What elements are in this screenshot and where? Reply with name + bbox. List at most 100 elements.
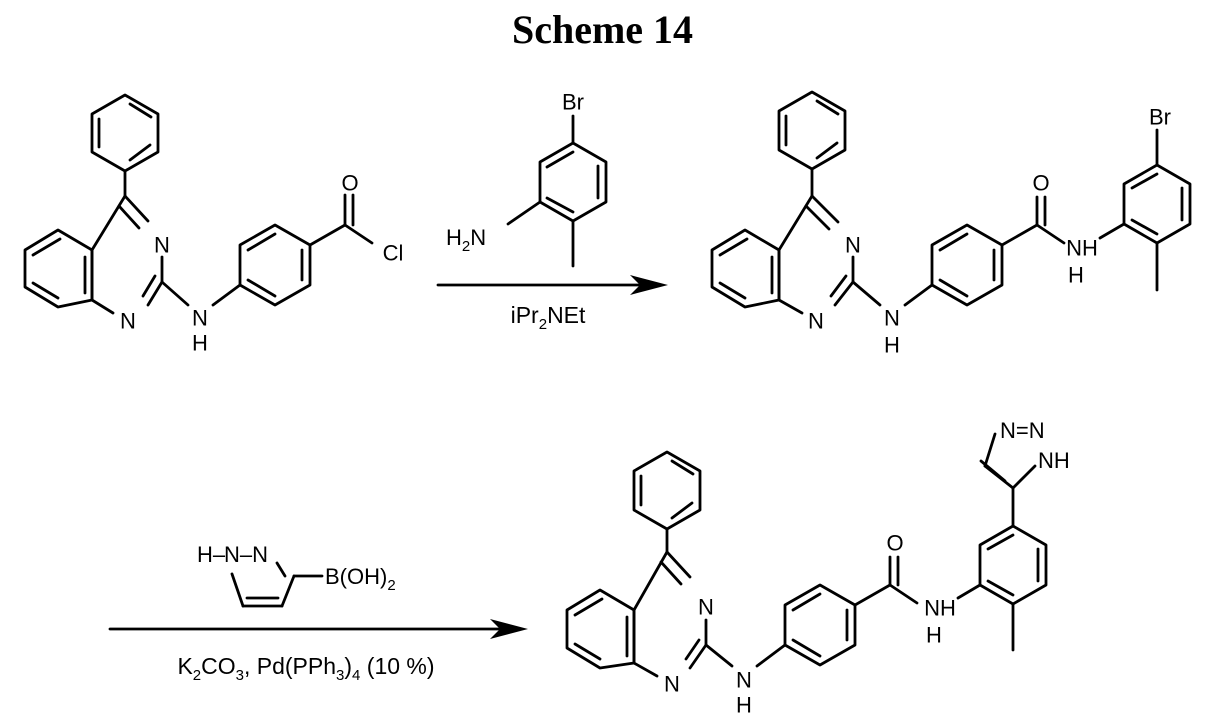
tolyl-ring [980, 526, 1046, 604]
phenylene-ring [932, 225, 1002, 305]
atom-h: H [736, 693, 752, 718]
pyrazole-nn-label: N=N [1000, 418, 1045, 443]
bond [1037, 225, 1064, 243]
bond [634, 663, 657, 676]
cond-pd-close: ) [344, 653, 352, 679]
phenyl-ring [634, 452, 700, 529]
amine-n: N [470, 225, 486, 250]
atom-h: H [192, 331, 208, 356]
bond [508, 202, 540, 224]
atom-nh: NH [924, 596, 956, 621]
boronic-sub: 2 [387, 577, 395, 594]
atom-cl: Cl [383, 241, 404, 266]
base-suffix: NEt [547, 302, 586, 328]
cond-pd: , Pd(PPh [244, 653, 336, 679]
atom-n: N [845, 233, 861, 258]
bond [310, 225, 345, 245]
bond [1100, 224, 1124, 238]
bond [706, 645, 732, 666]
bond [345, 225, 372, 243]
benzo-ring [567, 590, 634, 668]
atom-br: Br [562, 90, 584, 115]
bond [92, 196, 125, 250]
bond [162, 282, 188, 305]
reaction-arrow-step1 [438, 275, 668, 295]
base-label: iPr2NEt [511, 302, 586, 333]
cond-co-sub: 3 [236, 667, 244, 684]
aniline-ring [540, 143, 606, 221]
phenyl-ring [779, 92, 845, 169]
phenylene-ring [240, 225, 310, 305]
intermediate-bromo-amide: N N N H O NH H Br [712, 92, 1190, 358]
double-bond [277, 563, 285, 576]
double-bond [940, 234, 967, 250]
reagent-bromo-methylaniline: Br H2N [446, 90, 606, 267]
pyrazole-hn-label: H– [197, 542, 226, 567]
bond [985, 434, 995, 466]
bond [890, 585, 917, 603]
starting-material-acid-chloride: N N N H O Cl [25, 95, 403, 356]
double-bond [547, 198, 573, 212]
atom-n: N [192, 306, 208, 331]
bond [213, 285, 240, 305]
cond-co: CO [201, 653, 236, 679]
bond [812, 196, 838, 222]
double-bond [248, 280, 275, 296]
cond-pd-sub2: 4 [352, 667, 360, 684]
atom-n: N [884, 306, 900, 331]
atom-n: N [664, 672, 680, 697]
atom-h: H [926, 623, 942, 648]
bond [282, 576, 294, 606]
amine-label: H2N [446, 225, 486, 255]
double-bond [130, 104, 151, 117]
bond [92, 300, 113, 313]
bond [634, 552, 667, 610]
base-sub: 2 [539, 316, 547, 333]
atom-h: H [884, 333, 900, 358]
atom-n: N [736, 668, 752, 693]
atom-nh: NH [1066, 236, 1098, 261]
cond-k: K [177, 653, 193, 679]
phenylene-ring [785, 585, 855, 665]
atom-o: O [886, 531, 903, 556]
benzo-ring [712, 230, 779, 307]
atom-o: O [341, 171, 358, 196]
bond [1002, 225, 1037, 245]
bromo-tolyl-ring [1124, 165, 1190, 243]
atom-n: N [154, 233, 170, 258]
double-bond [793, 594, 820, 610]
reaction-arrow-step2 [110, 619, 528, 639]
amine-h: H [446, 225, 462, 250]
amine-sub: 2 [462, 238, 470, 255]
bond [757, 645, 785, 666]
bond [232, 574, 243, 606]
base-prefix: iPr [511, 302, 539, 328]
pyrazole-nh-label: NH [1038, 448, 1070, 473]
bond [855, 585, 890, 605]
atom-h: H [1068, 263, 1084, 288]
phenyl-ring [92, 95, 158, 171]
cond-pd-sub: 3 [336, 667, 344, 684]
double-bond [143, 276, 155, 296]
cond-pct: (10 %) [360, 653, 434, 679]
coupling-conditions: K2CO3, Pd(PPh3)4 (10 %) [177, 653, 434, 684]
bond [905, 285, 932, 305]
bond [779, 300, 802, 313]
atom-n: N [808, 309, 824, 334]
double-bond [248, 234, 275, 250]
double-bond [817, 101, 838, 114]
atom-br: Br [1149, 105, 1171, 130]
atom-o: O [1032, 171, 1049, 196]
bond [779, 196, 812, 250]
double-bond [940, 280, 967, 296]
atom-n: N [120, 309, 136, 334]
bond [958, 585, 980, 598]
double-bond [793, 640, 820, 656]
reagent-pyrazole-boronic-acid: H– N–N B(OH)2 [197, 542, 396, 606]
final-product-pyrazolyl-amide: N N N H O NH H N=N NH [567, 418, 1070, 718]
boronic-b: B(OH) [325, 564, 387, 589]
double-bond [672, 461, 693, 474]
bond [1013, 466, 1035, 488]
boronic-label: B(OH)2 [325, 564, 396, 594]
